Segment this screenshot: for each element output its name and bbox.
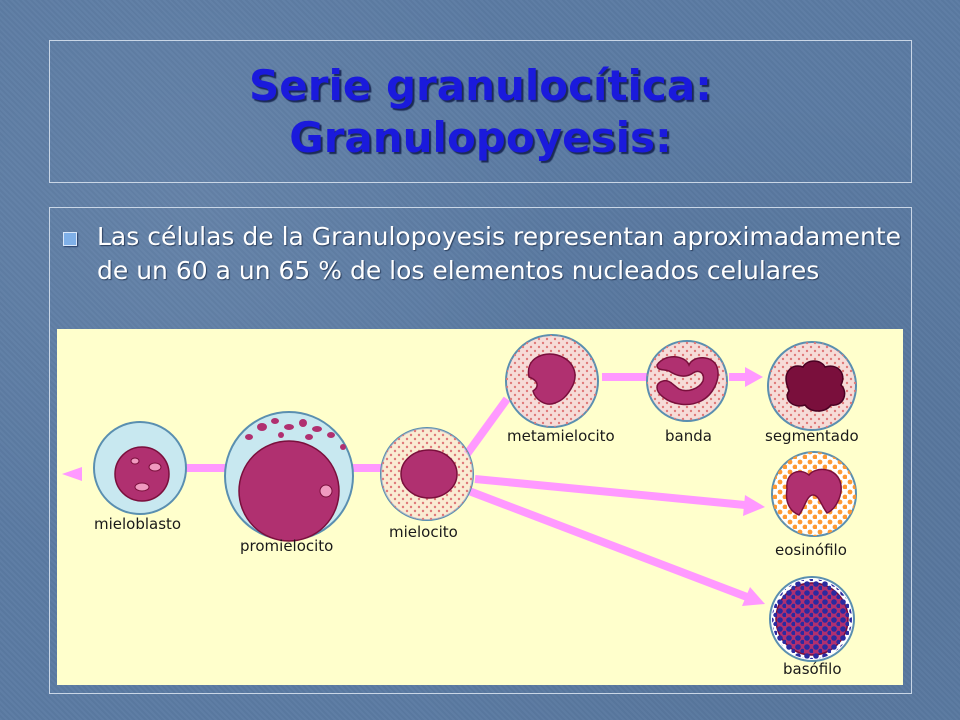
arrows <box>62 367 765 606</box>
label-promielocito: promielocito <box>240 537 333 555</box>
square-bullet-icon <box>63 232 77 246</box>
banda-cell <box>646 340 728 422</box>
label-mieloblasto: mieloblasto <box>94 515 181 533</box>
arrow-mielocito-eosinofilo <box>474 475 746 509</box>
label-segmentado: segmentado <box>765 427 859 445</box>
granulopoiesis-diagram: mieloblasto promielocito <box>57 329 903 685</box>
arrow-to-mieloblasto <box>62 467 82 481</box>
mielocito-cell <box>380 427 474 521</box>
promielocito-cell <box>224 411 354 542</box>
bullet-item: Las células de la Granulopoyesis represe… <box>63 220 903 288</box>
diagram-svg: mieloblasto promielocito <box>62 334 859 678</box>
label-mielocito: mielocito <box>389 523 458 541</box>
arrow-mielocito-basofilo <box>467 487 749 601</box>
label-eosinofilo: eosinófilo <box>775 541 847 559</box>
label-basofilo: basófilo <box>783 660 842 678</box>
mieloblasto-cell <box>93 421 187 515</box>
arrow-mielocito-metamielocito <box>463 396 511 457</box>
label-metamielocito: metamielocito <box>507 427 615 445</box>
segmentado-cell <box>767 341 857 431</box>
arrow-head-basofilo <box>742 587 765 606</box>
slide-title-line-2: Granulopoyesis: <box>289 112 672 162</box>
bullet-text: Las células de la Granulopoyesis represe… <box>97 222 902 285</box>
slide-title-line-1: Serie granulocítica: <box>249 60 712 110</box>
label-banda: banda <box>665 427 712 445</box>
arrow-head-segmentado <box>745 367 763 387</box>
eosinofilo-cell <box>771 451 857 537</box>
metamielocito-cell <box>505 334 599 428</box>
arrow-head-eosinofilo <box>743 495 765 516</box>
title-box: Serie granulocítica: Granulopoyesis: <box>49 40 912 183</box>
content-box <box>49 207 912 694</box>
basofilo-cell <box>769 576 855 662</box>
